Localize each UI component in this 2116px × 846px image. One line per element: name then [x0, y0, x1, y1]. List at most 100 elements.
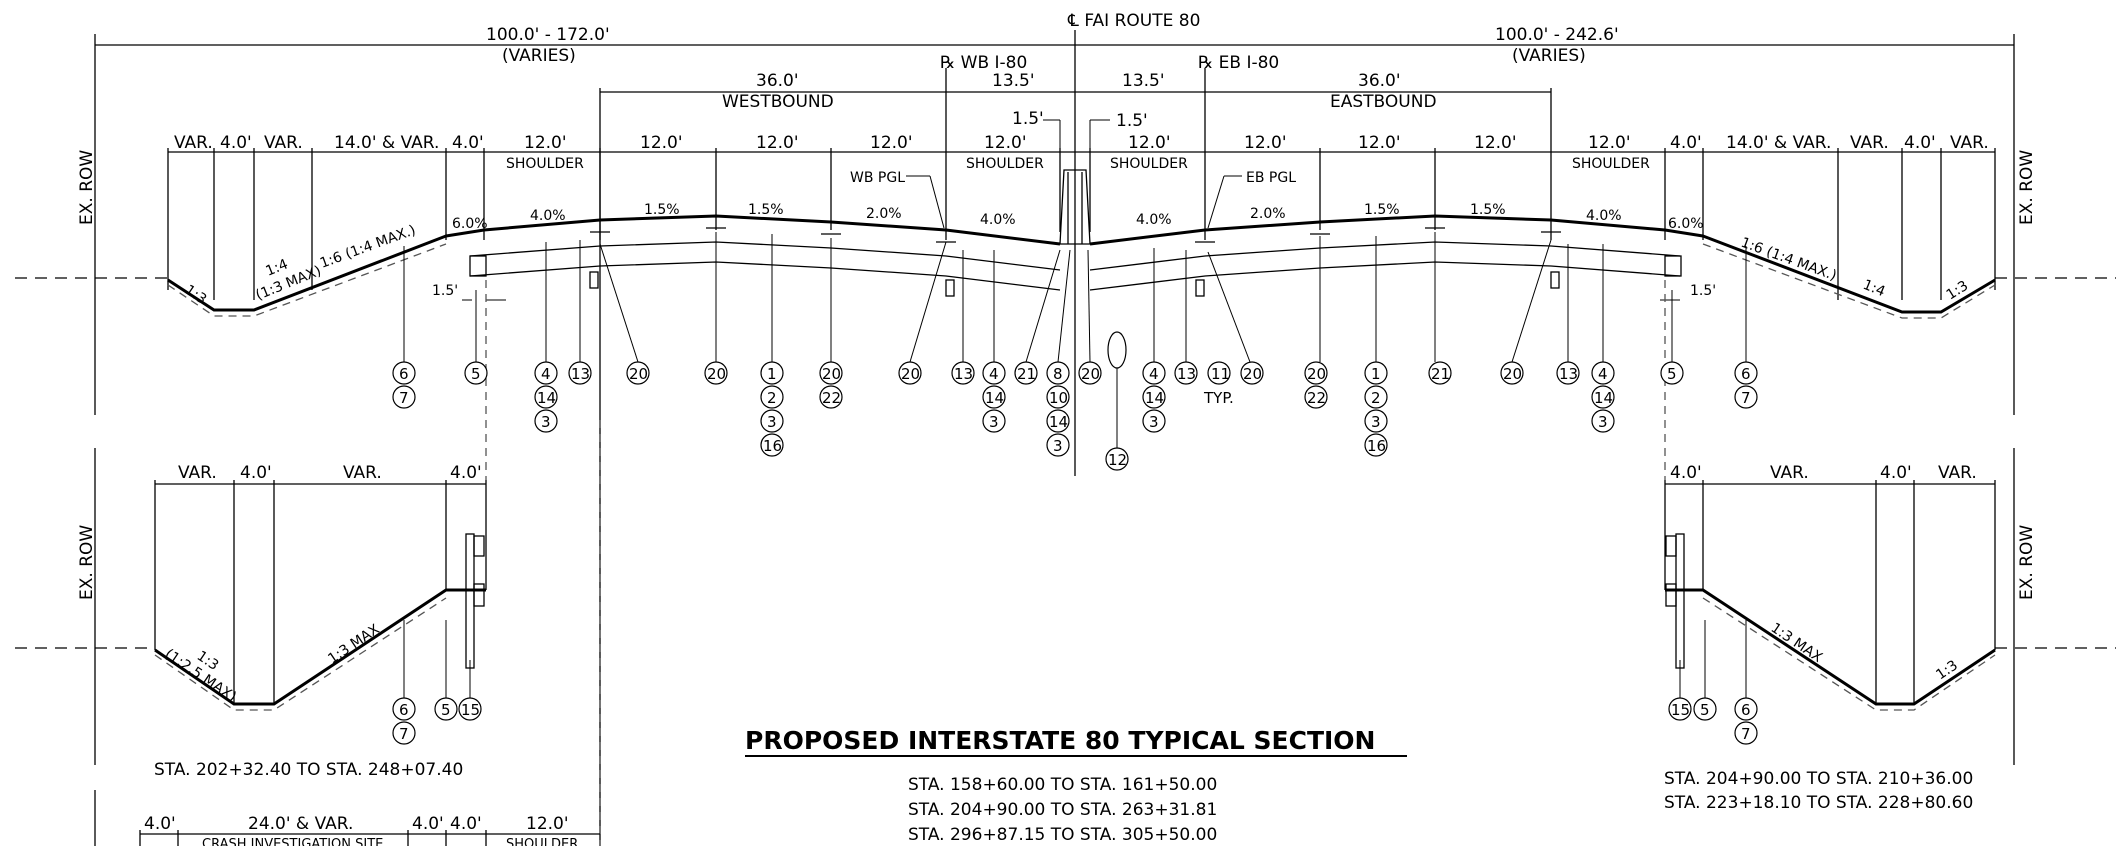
- callout: 16: [1367, 437, 1386, 455]
- callout: 2: [1371, 389, 1381, 407]
- side-slope-r2: 1:4: [1861, 277, 1888, 300]
- dim-left-4a: 4.0': [220, 133, 252, 153]
- callout: 13: [954, 365, 973, 383]
- callout: 4: [1149, 365, 1159, 383]
- callout: 3: [1149, 413, 1159, 431]
- callout: 5: [1667, 365, 1677, 383]
- wb-label: WESTBOUND: [722, 92, 834, 112]
- callout: 6: [399, 365, 409, 383]
- eb-width: 36.0': [1358, 71, 1401, 91]
- wb-pavement-surface: [445, 214, 1061, 246]
- callout: 14: [1145, 389, 1164, 407]
- overall-varies-right: (VARIES): [1512, 46, 1586, 66]
- lr-dim-4b: 4.0': [1880, 463, 1912, 483]
- dim-left-var1: VAR.: [174, 133, 213, 153]
- lr-dim-var2: VAR.: [1938, 463, 1977, 483]
- callout: 15: [461, 701, 480, 719]
- callout: 13: [1177, 365, 1196, 383]
- side-slope-l3: 1:6 (1:4 MAX.): [318, 222, 418, 271]
- callout: 6: [1741, 701, 1751, 719]
- dim-right-12-lane1: 12.0': [1244, 133, 1287, 153]
- median-width-left: 13.5': [992, 71, 1035, 91]
- centerline-label: ℄ FAI ROUTE 80: [1067, 11, 1200, 31]
- callout: 20: [1081, 365, 1100, 383]
- lr-dim-var1: VAR.: [1770, 463, 1809, 483]
- callout-circles: 6 7 5 4 14 3 13 20 20 1 2 3 16 20 22 20 …: [392, 331, 1758, 471]
- callout: 5: [441, 701, 451, 719]
- callout: 7: [1741, 389, 1751, 407]
- callout: 14: [1049, 413, 1068, 431]
- ll-dim-var1: VAR.: [178, 463, 217, 483]
- callout: 11: [1211, 365, 1230, 383]
- callout: 8: [1053, 365, 1063, 383]
- callout: 6: [1741, 365, 1751, 383]
- right-side-slope: [1702, 234, 1996, 314]
- offset-right: 1.5': [1690, 283, 1716, 299]
- side-slope-r3: 1:6 (1:4 MAX.): [1739, 235, 1839, 284]
- callout: 22: [822, 389, 841, 407]
- slope-eb-1: 4.0%: [1136, 212, 1172, 228]
- left-side-slope: [167, 234, 447, 312]
- slope-wb-1: 6.0%: [452, 216, 488, 232]
- dim-left-12-inside-shoulder: 12.0': [984, 133, 1027, 153]
- callout: 16: [763, 437, 782, 455]
- callout: 5: [1700, 701, 1710, 719]
- slope-wb-2: 4.0%: [530, 208, 566, 224]
- overall-width-right: 100.0' - 242.6': [1495, 25, 1619, 45]
- dim-right-4b: 4.0': [1904, 133, 1936, 153]
- wb-baseline-label: ℞ WB I-80: [940, 53, 1027, 73]
- wb-pgl-label: WB PGL: [850, 170, 905, 186]
- bl-shoulder: SHOULDER: [506, 837, 578, 846]
- callout: 3: [1371, 413, 1381, 431]
- dim-right-14var: 14.0' & VAR.: [1726, 133, 1831, 153]
- callout: 14: [537, 389, 556, 407]
- slope-wb-4: 1.5%: [748, 202, 784, 218]
- slope-eb-2: 2.0%: [1250, 206, 1286, 222]
- dim-right-var2: VAR.: [1950, 133, 1989, 153]
- callout: 7: [399, 725, 409, 743]
- eb-baseline-label: ℞ EB I-80: [1198, 53, 1279, 73]
- callout: 7: [1741, 725, 1751, 743]
- callout: 20: [1503, 365, 1522, 383]
- barrier-offset-right: 1.5': [1116, 111, 1148, 131]
- callout: 1: [767, 365, 777, 383]
- callout: 1: [1371, 365, 1381, 383]
- bl-dim-4b: 4.0': [412, 814, 444, 834]
- dim-left-12-lane2: 12.0': [756, 133, 799, 153]
- callout: 21: [1431, 365, 1450, 383]
- lr-slope-1: 1:3: [1933, 657, 1961, 683]
- main-station-2: STA. 204+90.00 TO STA. 263+31.81: [908, 800, 1217, 820]
- slope-eb-5: 4.0%: [1586, 208, 1622, 224]
- lower-right-guardrail: [1675, 533, 1685, 669]
- callout: 13: [571, 365, 590, 383]
- callout: 3: [989, 413, 999, 431]
- callout: 20: [1307, 365, 1326, 383]
- lower-right-slope: [1665, 588, 1996, 706]
- callout: 5: [471, 365, 481, 383]
- dim-left-12-lane3: 12.0': [870, 133, 913, 153]
- median-width-right: 13.5': [1122, 71, 1165, 91]
- barrier-offset-left: 1.5': [1012, 109, 1044, 129]
- dim-right-12-lane3: 12.0': [1474, 133, 1517, 153]
- dim-left-var2: VAR.: [264, 133, 303, 153]
- lower-left-guardrail: [465, 533, 475, 669]
- callout: 13: [1559, 365, 1578, 383]
- dim-right-4a: 4.0': [1670, 133, 1702, 153]
- callout: 12: [1108, 451, 1127, 469]
- callout: 3: [1598, 413, 1608, 431]
- callout: 10: [1049, 389, 1068, 407]
- eb-pavement-surface: [1089, 214, 1704, 246]
- dim-left-4b: 4.0': [452, 133, 484, 153]
- lower-right-station-1: STA. 204+90.00 TO STA. 210+36.00: [1664, 769, 1973, 789]
- callout: 7: [399, 389, 409, 407]
- callout: 4: [541, 365, 551, 383]
- row-label-right-top: EX. ROW: [2017, 150, 2037, 225]
- eb-label: EASTBOUND: [1330, 92, 1437, 112]
- dim-right-12-shoulder: 12.0': [1588, 133, 1631, 153]
- row-label-left-mid: EX. ROW: [77, 525, 97, 600]
- dim-right-var1: VAR.: [1850, 133, 1889, 153]
- eb-pgl-label: EB PGL: [1246, 170, 1296, 186]
- callout: 6: [399, 701, 409, 719]
- slope-eb-3: 1.5%: [1364, 202, 1400, 218]
